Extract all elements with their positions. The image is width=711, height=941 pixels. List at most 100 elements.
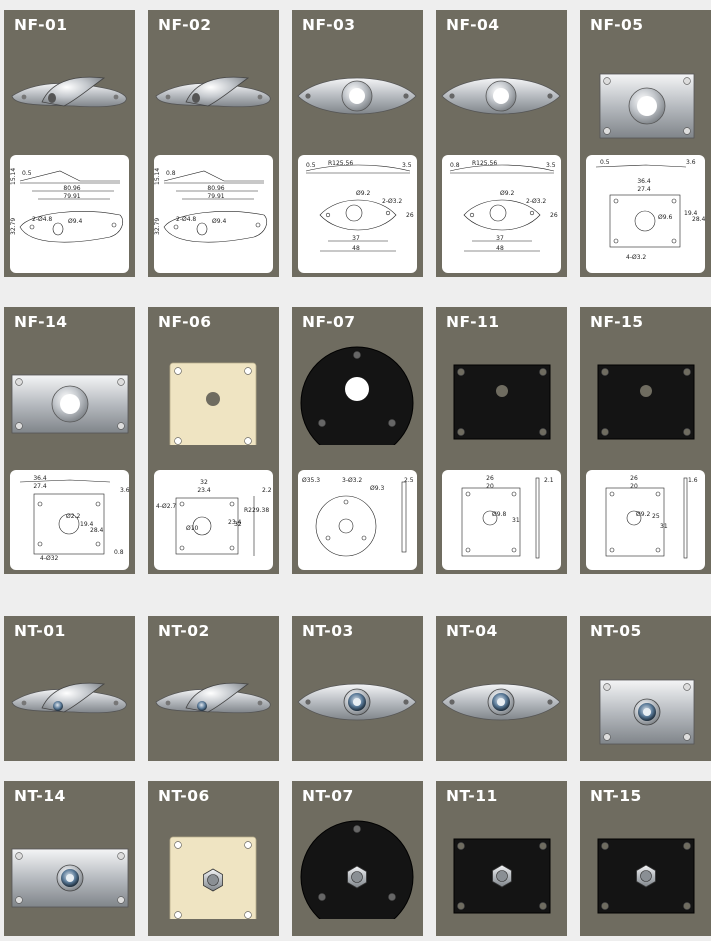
product-photo — [148, 341, 279, 450]
dimension-label: 80.96 — [63, 185, 80, 192]
product-code: NF-15 — [590, 313, 644, 331]
dimension-label: 48 — [352, 245, 360, 252]
product-code: NF-03 — [302, 16, 356, 34]
dimension-label: Ø9.2 — [356, 190, 370, 197]
product-code: NF-06 — [158, 313, 212, 331]
product-photo — [4, 815, 135, 919]
product-photo — [292, 44, 423, 148]
dimension-label: 2.5 — [404, 477, 414, 484]
dimension-label: 2-Ø3.2 — [382, 198, 402, 205]
product-code: NF-01 — [14, 16, 68, 34]
product-code: NF-05 — [590, 16, 644, 34]
product-photo — [436, 341, 567, 445]
dimension-label: R125.56 — [328, 160, 353, 167]
product-code: NT-03 — [302, 622, 354, 640]
dimension-label: 2-Ø3.2 — [526, 198, 546, 205]
product-photo — [580, 44, 711, 148]
dimension-label: 79.91 — [207, 193, 224, 200]
dimension-label: 3.6 — [686, 159, 696, 166]
dimension-label: 2-Ø4.8 — [32, 216, 52, 223]
product-tile: NT-01 — [4, 616, 135, 761]
product-tile: NT-03 — [292, 616, 423, 761]
dimension-label: 36.4 — [637, 178, 651, 185]
product-code: NT-02 — [158, 622, 210, 640]
dimension-label: 48 — [496, 245, 504, 252]
product-photo — [292, 650, 423, 754]
dimension-label: 20 — [486, 483, 494, 490]
dimension-label: 31 — [660, 523, 668, 530]
dimension-label: 1.6 — [688, 477, 698, 484]
dimension-label: Ø35.3 — [302, 477, 320, 484]
product-code: NF-04 — [446, 16, 500, 34]
product-code: NT-05 — [590, 622, 642, 640]
product-code: NT-01 — [14, 622, 66, 640]
dimension-label: 36.4 — [33, 475, 47, 482]
dimension-label: 0.8 — [114, 549, 124, 556]
dimension-label: 28.4 — [692, 216, 705, 223]
dimension-label: 0.5 — [306, 162, 316, 169]
dimension-label: R229.38 — [244, 507, 269, 514]
dimension-label: 0.8 — [450, 162, 460, 169]
dimension-label: 80.96 — [207, 185, 224, 192]
product-tile: NT-04 — [436, 616, 567, 761]
dimension-label: Ø9.4 — [68, 218, 82, 225]
product-tile: NT-06 — [148, 781, 279, 936]
dimension-label: 19.4 — [80, 521, 94, 528]
product-photo — [436, 44, 567, 148]
product-photo — [580, 815, 711, 919]
dimension-label: 3.5 — [546, 162, 556, 169]
dimension-label: 32.79 — [154, 218, 161, 235]
dimension-label: 0.8 — [166, 170, 176, 177]
product-tile: NT-15 — [580, 781, 711, 936]
dimension-label: 25 — [652, 513, 660, 520]
dimension-label: 0.5 — [22, 170, 32, 177]
product-tile: NT-07 — [292, 781, 423, 936]
dimension-label: Ø9.3 — [370, 485, 384, 492]
dimension-label: Ø9.2 — [636, 511, 650, 518]
dimension-label: Ø9.8 — [492, 511, 506, 518]
dimension-label: 28.4 — [90, 527, 104, 534]
dimension-label: 37 — [352, 235, 360, 242]
product-code: NF-02 — [158, 16, 212, 34]
product-tile: NT-05 — [580, 616, 711, 761]
product-code: NT-11 — [446, 787, 498, 805]
dimension-label: 32.79 — [10, 218, 17, 235]
dimension-label: Ø9.6 — [658, 214, 672, 221]
product-code: NF-11 — [446, 313, 500, 331]
dimension-label: 23.4 — [197, 487, 211, 494]
product-photo — [148, 650, 279, 754]
product-photo — [292, 341, 423, 460]
dimension-label: 4-Ø3.2 — [626, 254, 646, 261]
dimension-label: 3.6 — [120, 487, 129, 494]
dimension-label: Ø9.2 — [500, 190, 514, 197]
dimension-label: 2-Ø4.8 — [176, 216, 196, 223]
dimension-label: Ø2.2 — [66, 513, 80, 520]
dimension-label: 37 — [496, 235, 504, 242]
dimension-label: 32 — [200, 479, 208, 486]
product-photo — [148, 44, 279, 148]
product-tile: NT-14 — [4, 781, 135, 936]
dimension-label: 19.4 — [684, 210, 698, 217]
product-photo — [4, 341, 135, 445]
dimension-label: Ø10 — [186, 525, 199, 532]
dimension-label: 0.5 — [600, 159, 610, 166]
product-code: NT-04 — [446, 622, 498, 640]
product-photo — [4, 650, 135, 754]
product-code: NF-14 — [14, 313, 68, 331]
product-code: NT-15 — [590, 787, 642, 805]
product-photo — [4, 44, 135, 148]
product-tile: NT-11 — [436, 781, 567, 936]
